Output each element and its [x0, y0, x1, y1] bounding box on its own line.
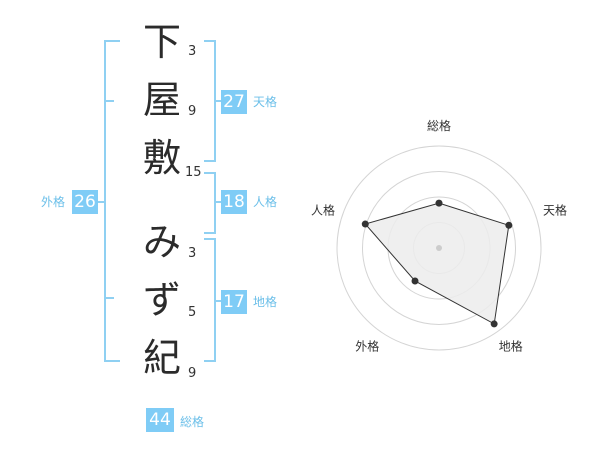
radar-ring	[336, 145, 542, 351]
gaikaku-tick	[104, 100, 114, 102]
radar-axis-label: 人格	[311, 202, 335, 217]
tenkaku-label: 天格	[253, 95, 278, 109]
stroke-count: 15	[185, 165, 202, 180]
radar-axis-label: 総格	[427, 118, 451, 133]
soukaku-value: 44	[146, 408, 174, 432]
radar-axis-label: 外格	[355, 339, 379, 354]
name-char: 屋	[142, 78, 181, 122]
stroke-count: 3	[188, 44, 197, 59]
soukaku-label: 総格	[180, 415, 205, 429]
gaikaku-value: 26	[72, 190, 98, 214]
radar-area	[364, 202, 510, 325]
gaikaku-connector	[96, 201, 104, 203]
name-char: 紀	[142, 336, 181, 380]
jinkaku-value: 18	[221, 190, 247, 214]
tenkaku-connector	[214, 100, 222, 102]
gaikaku-tick	[104, 297, 114, 299]
jinkaku-label: 人格	[253, 195, 278, 209]
jinkaku-bracket	[204, 172, 216, 234]
radar-axis-label: 天格	[543, 202, 567, 217]
gaikaku-bracket	[104, 40, 120, 362]
radar-point	[435, 199, 443, 207]
stroke-count: 9	[188, 366, 197, 381]
radar-point	[361, 220, 369, 228]
jinkaku-connector	[214, 201, 222, 203]
radar-ring	[362, 171, 516, 325]
radar-point	[490, 320, 498, 328]
radar-point	[505, 221, 513, 229]
name-char: 下	[142, 20, 181, 64]
name-char: み	[142, 220, 181, 264]
name-char: ず	[142, 278, 181, 322]
chikaku-connector	[214, 300, 222, 302]
stroke-count: 5	[188, 305, 197, 320]
gaikaku-label: 外格	[41, 195, 66, 209]
tenkaku-value: 27	[221, 90, 247, 114]
chikaku-label: 地格	[253, 295, 278, 309]
chikaku-value: 17	[221, 290, 247, 314]
radar-center-dot	[436, 245, 442, 251]
name-char: 敷	[142, 136, 181, 180]
radar-axis-label: 地格	[499, 339, 523, 354]
stroke-count: 9	[188, 104, 197, 119]
stroke-count: 3	[188, 246, 197, 261]
radar-point	[411, 277, 419, 285]
